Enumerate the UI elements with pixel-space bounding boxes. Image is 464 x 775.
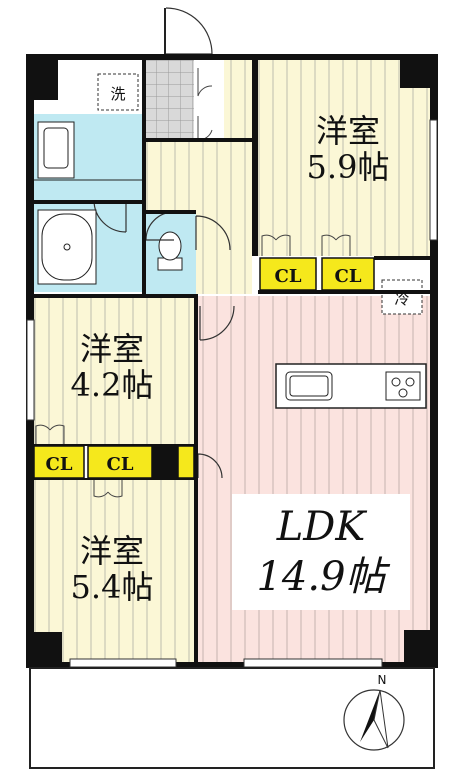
stove-burner-icon — [405, 377, 415, 387]
floor-western-3 — [34, 478, 194, 662]
floor-genkan — [146, 60, 194, 142]
closet-label: CL — [335, 266, 362, 287]
small-storage — [177, 445, 195, 479]
room-size-western-3: 5.4帖 — [71, 568, 154, 606]
fridge-label: 冷 — [394, 290, 409, 308]
north-compass: N — [343, 673, 405, 751]
room-name-ldk: LDK — [276, 504, 368, 550]
room-name-western-2: 洋室 — [80, 330, 144, 368]
room-size-ldk: 14.9帖 — [256, 554, 390, 600]
ldk-label-box: LDK 14.9帖 — [232, 494, 410, 610]
entrance-door — [164, 7, 213, 55]
floor-western-1 — [258, 60, 430, 256]
room-size-western-1: 5.9帖 — [307, 148, 390, 186]
floor-shoe-storage — [194, 60, 224, 142]
closet-label: CL — [275, 266, 302, 287]
fridge-space: 冷 — [381, 279, 423, 315]
washbasin-icon — [37, 121, 75, 179]
room-name-western-3: 洋室 — [80, 532, 144, 570]
room-size-western-2: 4.2帖 — [71, 366, 154, 404]
interior-doors — [93, 199, 235, 479]
closet-western-1-b: CL — [321, 257, 375, 291]
washer-label: 洗 — [110, 85, 125, 103]
closet-western-2-a: CL — [33, 445, 85, 479]
floor-western-2 — [34, 298, 194, 444]
compass-needle-icon — [360, 690, 380, 742]
kitchen-counter — [275, 363, 427, 409]
closet-western-1-a: CL — [259, 257, 317, 291]
north-label: N — [378, 673, 387, 687]
closet-western-3-a: CL — [87, 445, 153, 479]
bathtub-icon — [37, 209, 97, 285]
windows — [26, 119, 438, 668]
closet-doors — [35, 68, 351, 498]
washer-space: 洗 — [97, 73, 139, 111]
stove-burner-icon — [398, 388, 408, 398]
toilet-icon — [157, 231, 183, 271]
closet-label: CL — [46, 454, 73, 475]
room-name-western-1: 洋室 — [316, 112, 380, 150]
closet-label: CL — [107, 454, 134, 475]
stove-burner-icon — [391, 377, 401, 387]
